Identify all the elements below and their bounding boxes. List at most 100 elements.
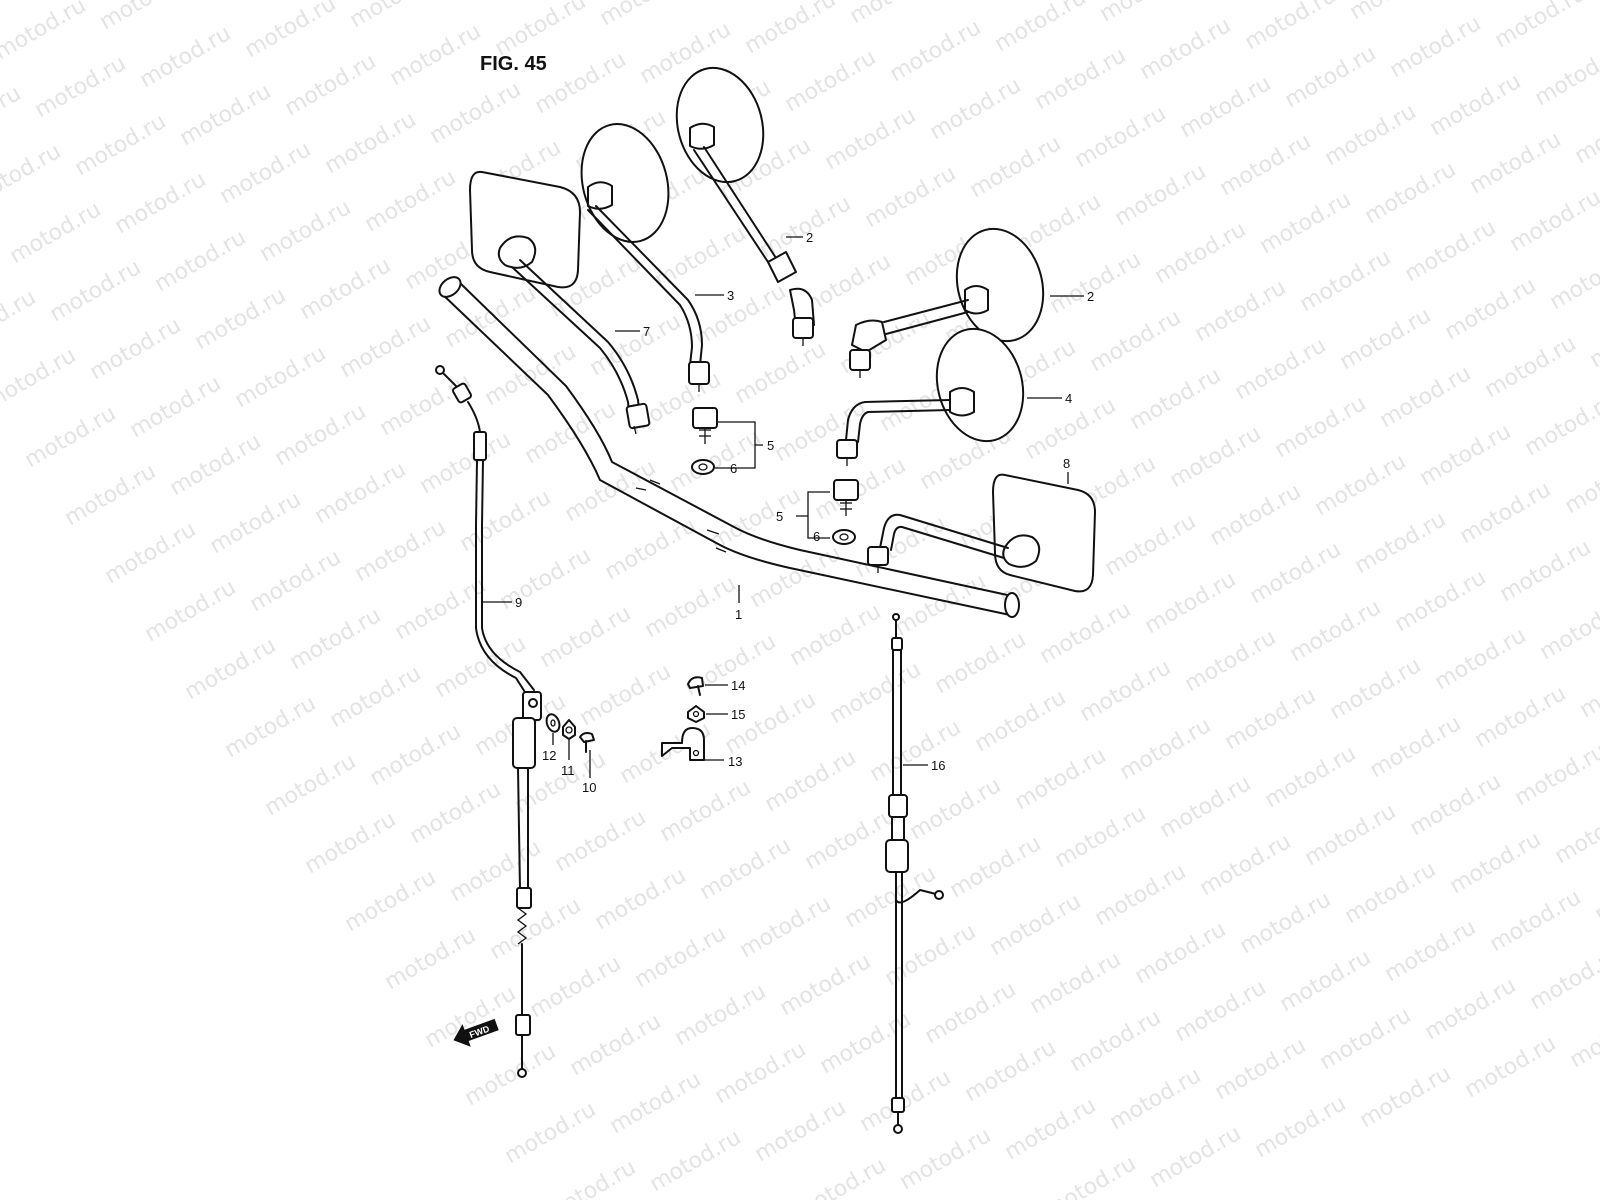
throttle-cable: [435, 365, 542, 1078]
mirror-rect-left: [469, 170, 651, 435]
watermark-text: motod.ru: [1011, 743, 1111, 815]
watermark-text: motod.ru: [1171, 975, 1271, 1047]
watermark-text: motod.ru: [1416, 419, 1516, 491]
watermark-text: motod.ru: [0, 139, 65, 211]
leader-lines: [482, 236, 1084, 778]
watermark-text: motod.ru: [1481, 331, 1581, 403]
watermark-text: motod.ru: [521, 397, 621, 469]
watermark-text: motod.ru: [1566, 1001, 1600, 1073]
watermark-text: motod.ru: [221, 691, 321, 763]
watermark-text: motod.ru: [986, 889, 1086, 961]
watermark-text: motod.ru: [1101, 509, 1201, 581]
watermark-text: motod.ru: [656, 775, 756, 847]
watermark-text: motod.ru: [786, 599, 886, 671]
watermark-text: motod.ru: [296, 253, 396, 325]
watermark-text: motod.ru: [566, 1009, 666, 1081]
watermark-text: motod.ru: [1536, 593, 1600, 665]
watermark-text: motod.ru: [141, 575, 241, 647]
watermark-text: motod.ru: [1196, 829, 1296, 901]
watermark-text: motod.ru: [0, 0, 50, 7]
callout-2-top: 2: [806, 230, 813, 245]
watermark-text: motod.ru: [1376, 361, 1476, 433]
watermark-text: motod.ru: [381, 923, 481, 995]
watermark-text: motod.ru: [201, 0, 301, 5]
watermark-text: motod.ru: [501, 1097, 601, 1169]
watermark-text: motod.ru: [1071, 101, 1171, 173]
watermark-text: motod.ru: [1126, 363, 1226, 435]
figure-title: FIG. 45: [480, 53, 547, 75]
watermark-text: motod.ru: [1296, 245, 1396, 317]
watermark-text: motod.ru: [6, 197, 106, 269]
watermark-text: motod.ru: [181, 633, 281, 705]
watermark-text: motod.ru: [601, 513, 701, 585]
watermark-text: motod.ru: [216, 137, 316, 209]
watermark-text: motod.ru: [1146, 1121, 1246, 1193]
watermark-text: motod.ru: [346, 0, 446, 33]
watermark-text: motod.ru: [1461, 1031, 1561, 1103]
watermark-text: motod.ru: [631, 921, 731, 993]
watermark-text: motod.ru: [1596, 0, 1600, 23]
watermark-text: motod.ru: [111, 167, 211, 239]
watermark-text: motod.ru: [0, 343, 80, 415]
watermark-text: motod.ru: [586, 309, 686, 381]
watermark-text: motod.ru: [416, 427, 516, 499]
watermark-text: motod.ru: [886, 15, 986, 87]
watermark-text: motod.ru: [136, 21, 236, 93]
watermark-text: motod.ru: [256, 195, 356, 267]
watermark-text: motod.ru: [1351, 507, 1451, 579]
watermark-text: motod.ru: [1256, 187, 1356, 259]
watermark-text: motod.ru: [896, 1123, 996, 1195]
watermark-text: motod.ru: [151, 225, 251, 297]
watermark-text: motod.ru: [46, 255, 146, 327]
handlebar: [438, 276, 1020, 618]
watermark-text: motod.ru: [1286, 595, 1386, 667]
watermark-text: motod.ru: [341, 865, 441, 937]
watermark-text: motod.ru: [1181, 625, 1281, 697]
watermark-text: motod.ru: [326, 661, 426, 733]
watermark-text: motod.ru: [1591, 855, 1600, 927]
watermark-text: motod.ru: [486, 893, 586, 965]
watermark-text: motod.ru: [406, 777, 506, 849]
watermark-text: motod.ru: [21, 401, 121, 473]
watermark-text: motod.ru: [1156, 771, 1256, 843]
watermark-text: motod.ru: [421, 981, 521, 1053]
watermark-text: motod.ru: [821, 103, 921, 175]
watermark-text: motod.ru: [1381, 915, 1481, 987]
watermark-text: motod.ru: [1036, 597, 1136, 669]
callout-16: 16: [931, 758, 945, 773]
watermark-text: motod.ru: [561, 455, 661, 527]
watermark-text: motod.ru: [711, 1037, 811, 1109]
adapter-right-group: [832, 479, 859, 545]
watermark-text: motod.ru: [751, 1095, 851, 1167]
watermark-text: motod.ru: [1176, 71, 1276, 143]
watermark-text: motod.ru: [1531, 39, 1600, 111]
watermark-text: motod.ru: [1276, 945, 1376, 1017]
watermark-text: motod.ru: [1366, 711, 1466, 783]
watermark-text: motod.ru: [0, 0, 90, 65]
watermark-text: motod.ru: [1241, 0, 1341, 55]
watermark-text: motod.ru: [701, 0, 801, 1]
screw-14: [687, 676, 704, 696]
watermark-text: motod.ru: [481, 339, 581, 411]
watermark-text: motod.ru: [1091, 859, 1191, 931]
watermark-text: motod.ru: [691, 279, 791, 351]
watermark-text: motod.ru: [1391, 565, 1491, 637]
watermark-text: motod.ru: [351, 515, 451, 587]
watermark-text: motod.ru: [281, 49, 381, 121]
watermark-text: motod.ru: [1191, 275, 1291, 347]
watermark-text: motod.ru: [361, 165, 461, 237]
watermark-text: motod.ru: [741, 0, 841, 59]
watermark-text: motod.ru: [1576, 651, 1600, 723]
nut-15: [687, 705, 705, 723]
watermark-text: motod.ru: [1301, 799, 1401, 871]
clamp-13: [661, 727, 705, 761]
watermark-text: motod.ru: [86, 313, 186, 385]
watermark-text: motod.ru: [606, 1067, 706, 1139]
callout-2-right: 2: [1087, 289, 1094, 304]
watermark-text: motod.ru: [966, 131, 1066, 203]
watermark-text: motod.ru: [1221, 683, 1321, 755]
watermark-text: motod.ru: [1116, 713, 1216, 785]
watermark-text: motod.ru: [1546, 243, 1600, 315]
watermark-text: motod.ru: [541, 1155, 641, 1200]
watermark-text: motod.ru: [591, 863, 691, 935]
